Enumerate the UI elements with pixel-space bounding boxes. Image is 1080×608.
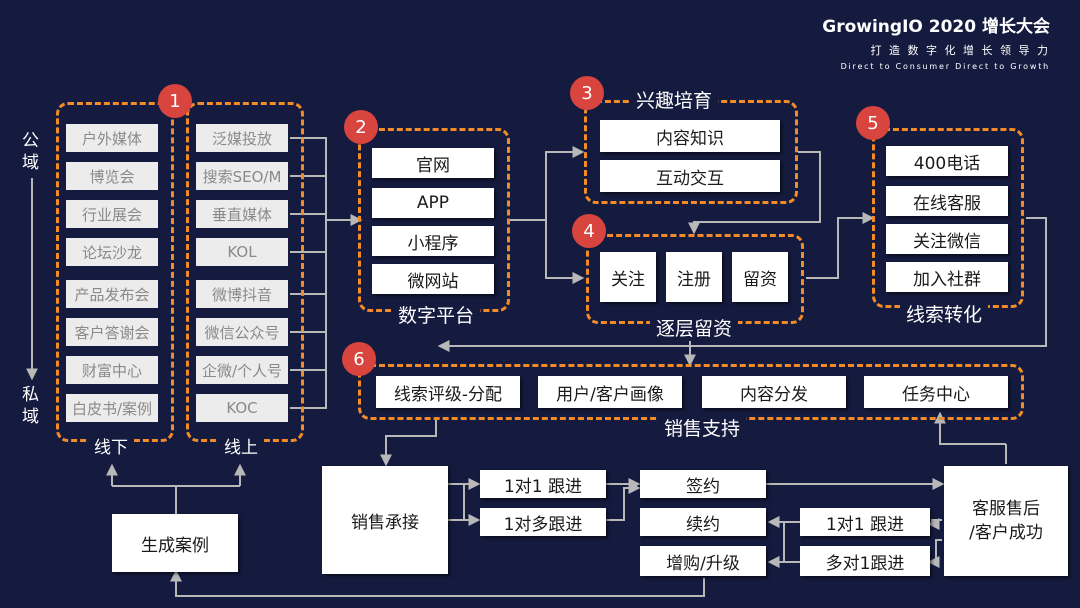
badge-4: 4 [572, 214, 606, 248]
cs-manyto1-box: 多对1跟进 [800, 546, 930, 576]
online-group [186, 102, 304, 442]
sales-support-label: 销售支持 [658, 414, 747, 441]
offline-item: 产品发布会 [66, 280, 158, 308]
sales-support-item: 用户/客户画像 [538, 376, 682, 408]
digital-platform-label: 数字平台 [392, 301, 481, 328]
online-item: 企微/个人号 [196, 356, 288, 384]
conversion-item: 在线客服 [886, 186, 1008, 216]
follow-1to1-box: 1对1 跟进 [480, 470, 606, 498]
follow-1tomany-box: 1对多跟进 [480, 508, 606, 536]
event-slogan: 打 造 数 字 化 增 长 领 导 力 [870, 44, 1050, 57]
interest-item: 内容知识 [600, 120, 780, 152]
online-item: KOL [196, 238, 288, 266]
platform-item: 小程序 [372, 226, 494, 256]
online-item: 搜索SEO/M [196, 162, 288, 190]
sales-support-item: 线索评级-分配 [376, 376, 520, 408]
retention-item: 注册 [666, 252, 722, 302]
renew-box: 续约 [640, 508, 766, 536]
platform-item: APP [372, 188, 494, 218]
online-item: 垂直媒体 [196, 200, 288, 228]
event-title: GrowingIO 2020 增长大会 [822, 17, 1050, 37]
offline-item: 博览会 [66, 162, 158, 190]
offline-item: 论坛沙龙 [66, 238, 158, 266]
badge-1: 1 [158, 84, 192, 118]
offline-item: 客户答谢会 [66, 318, 158, 346]
cs-title-line1: 客服售后 [972, 499, 1040, 519]
offline-group [56, 102, 174, 442]
badge-6: 6 [342, 342, 376, 376]
online-label: 线上 [218, 433, 264, 458]
sales-support-item: 任务中心 [864, 376, 1008, 408]
cs-1to1-box: 1对1 跟进 [800, 508, 930, 536]
online-item: KOC [196, 394, 288, 422]
conversion-item: 400电话 [886, 146, 1008, 176]
sales-support-item: 内容分发 [702, 376, 846, 408]
conversion-item: 加入社群 [886, 262, 1008, 292]
conversion-label: 线索转化 [900, 300, 989, 327]
axis-public: 公 域 [22, 131, 39, 173]
online-item: 微信公众号 [196, 318, 288, 346]
retention-label: 逐层留资 [650, 314, 739, 341]
customer-success-box: 客服售后 /客户成功 [944, 466, 1068, 576]
axis-private: 私 域 [22, 385, 39, 427]
badge-5: 5 [856, 106, 890, 140]
interest-item: 互动交互 [600, 160, 780, 192]
offline-label: 线下 [88, 433, 134, 458]
offline-item: 行业展会 [66, 200, 158, 228]
retention-item: 关注 [600, 252, 656, 302]
online-item: 微博抖音 [196, 280, 288, 308]
cs-title-line2: /客户成功 [969, 523, 1043, 543]
offline-item: 白皮书/案例 [66, 394, 158, 422]
platform-item: 官网 [372, 148, 494, 178]
badge-3: 3 [570, 76, 604, 110]
offline-item: 户外媒体 [66, 124, 158, 152]
platform-item: 微网站 [372, 264, 494, 294]
case-box: 生成案例 [112, 514, 238, 572]
retention-item: 留资 [732, 252, 788, 302]
badge-2: 2 [344, 110, 378, 144]
online-item: 泛媒投放 [196, 124, 288, 152]
interest-label: 兴趣培育 [630, 86, 719, 113]
sign-box: 签约 [640, 470, 766, 498]
offline-item: 财富中心 [66, 356, 158, 384]
upsell-box: 增购/升级 [640, 546, 766, 576]
sales-intake-box: 销售承接 [322, 466, 448, 574]
conversion-item: 关注微信 [886, 224, 1008, 254]
event-tagline: Direct to Consumer Direct to Growth [840, 62, 1050, 71]
